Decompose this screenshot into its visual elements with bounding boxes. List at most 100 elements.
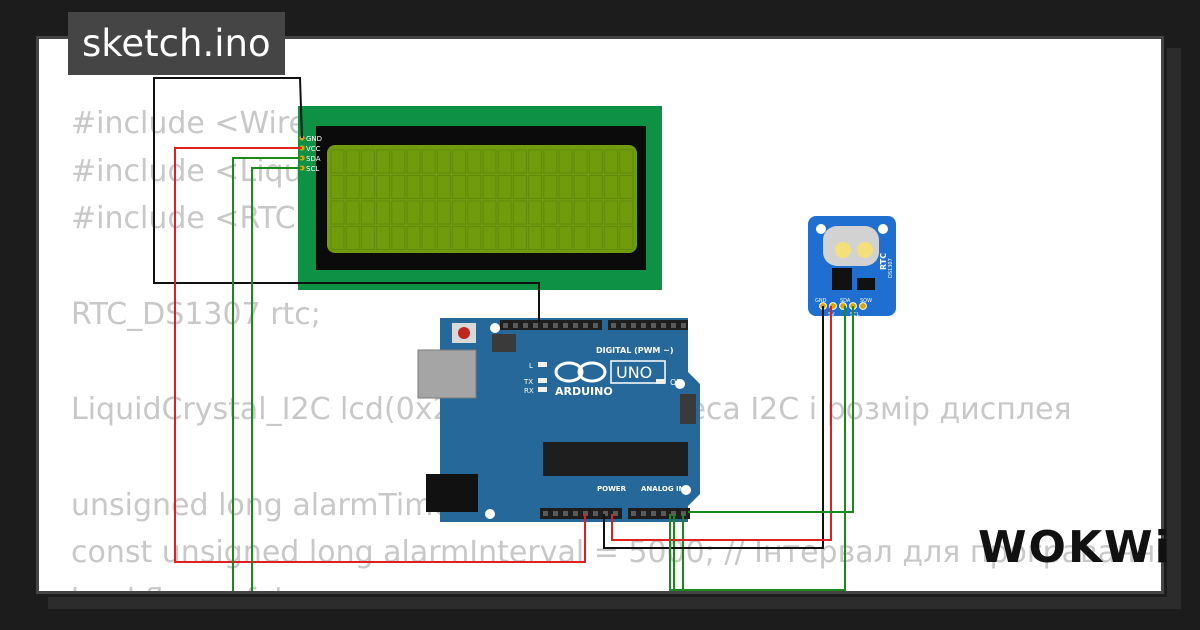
power-pin-socket[interactable]	[543, 511, 548, 516]
lcd-char-cell	[345, 149, 360, 174]
lcd-char-cell	[436, 200, 451, 225]
lcd-char-cell	[588, 175, 603, 199]
rtc-pin-sqw-label: SQW	[860, 298, 872, 304]
lcd-char-cell	[360, 149, 375, 174]
wire-lcd-scl[interactable]	[251, 167, 675, 592]
arduino-uno-board[interactable]: DIGITAL (PWM ~) L TX RX ARDUINO UNO ON P…	[417, 318, 700, 522]
power-header	[540, 508, 622, 519]
analog-pin-socket[interactable]	[631, 511, 636, 516]
reset-button[interactable]	[458, 327, 470, 339]
mounting-hole	[485, 509, 495, 519]
lcd-char-cell	[421, 175, 436, 199]
lcd-char-cell	[467, 200, 482, 225]
digital-pin-socket[interactable]	[621, 323, 626, 328]
digital-pin-socket[interactable]	[563, 323, 568, 328]
lcd-char-cell	[604, 149, 619, 174]
power-pin-socket[interactable]	[613, 511, 618, 516]
lcd-char-cell	[376, 226, 391, 250]
wire-lcd-gnd[interactable]	[153, 77, 540, 322]
led-tx	[538, 378, 547, 383]
file-tab[interactable]: sketch.ino	[68, 12, 285, 75]
usb-port	[417, 349, 477, 399]
lcd-pin-gnd-label: GND	[306, 135, 322, 143]
digital-pin-socket[interactable]	[583, 323, 588, 328]
wire-rtc-sda[interactable]	[669, 306, 846, 591]
analog-pin-socket[interactable]	[671, 511, 676, 516]
lcd-char-cell	[391, 200, 406, 225]
analog-pin-socket[interactable]	[661, 511, 666, 516]
digital-pin-socket[interactable]	[513, 323, 518, 328]
lcd-char-cell	[558, 175, 573, 199]
rtc-pin-pad[interactable]	[859, 302, 867, 310]
lcd-char-cell	[543, 226, 558, 250]
lcd-char-cell	[391, 149, 406, 174]
digital-pin-socket[interactable]	[533, 323, 538, 328]
atmega-chip	[543, 442, 688, 476]
mounting-hole	[816, 224, 826, 234]
digital-pin-socket[interactable]	[543, 323, 548, 328]
lcd-char-cell	[588, 200, 603, 225]
lcd-char-cell	[558, 200, 573, 225]
digital-pin-socket[interactable]	[651, 323, 656, 328]
lcd-char-cell	[345, 200, 360, 225]
analog-pin-socket[interactable]	[641, 511, 646, 516]
card-shadow-right	[1167, 48, 1181, 608]
digital-pin-socket[interactable]	[523, 323, 528, 328]
digital-pin-socket[interactable]	[641, 323, 646, 328]
digital-pin-socket[interactable]	[503, 323, 508, 328]
rtc-pin-scl-label: SCL	[850, 312, 860, 318]
wire-lcd-sda[interactable]	[232, 157, 684, 604]
led-l-label: L	[529, 362, 533, 370]
digital-pin-socket[interactable]	[631, 323, 636, 328]
power-pin-socket[interactable]	[553, 511, 558, 516]
lcd-char-cell	[619, 175, 634, 199]
lcd-char-cell	[619, 200, 634, 225]
analog-pin-socket[interactable]	[651, 511, 656, 516]
digital-pin-socket[interactable]	[671, 323, 676, 328]
lcd-char-cell	[543, 149, 558, 174]
power-pin-socket[interactable]	[573, 511, 578, 516]
power-pin-socket[interactable]	[593, 511, 598, 516]
wire-rtc-scl[interactable]	[688, 306, 854, 513]
led-tx-label: TX	[523, 378, 533, 386]
digital-pin-socket[interactable]	[661, 323, 666, 328]
power-header-label: POWER	[597, 485, 627, 493]
lcd-char-cell	[497, 200, 512, 225]
analog-pin-socket[interactable]	[681, 511, 686, 516]
wire-lcd-vcc[interactable]	[174, 147, 586, 563]
lcd-char-cell	[588, 226, 603, 250]
rtc-title: RTC	[879, 253, 888, 270]
ds1307-chip	[832, 268, 852, 290]
arduino-infinity-logo	[554, 361, 607, 383]
rtc-ds1307-module[interactable]: RTC DS1307 GND 5V SDA SCL SQW	[808, 216, 896, 318]
wire-rtc-5v[interactable]	[611, 306, 832, 541]
lcd-char-cell	[360, 226, 375, 250]
power-jack	[426, 474, 478, 512]
lcd-module[interactable]: GND VCC SDA SCL	[298, 106, 662, 290]
mounting-hole	[878, 224, 888, 234]
lcd-char-cell	[376, 175, 391, 199]
lcd-char-cell	[436, 149, 451, 174]
lcd-char-cell	[436, 175, 451, 199]
lcd-char-cell	[573, 149, 588, 174]
lcd-char-cell	[573, 175, 588, 199]
lcd-char-cell	[573, 200, 588, 225]
icsp-header	[492, 334, 516, 352]
power-pin-socket[interactable]	[563, 511, 568, 516]
digital-pin-socket[interactable]	[553, 323, 558, 328]
power-pin-socket[interactable]	[583, 511, 588, 516]
power-pin-socket[interactable]	[603, 511, 608, 516]
lcd-char-cell	[604, 226, 619, 250]
wires	[153, 77, 854, 604]
digital-pin-socket[interactable]	[573, 323, 578, 328]
mounting-hole	[490, 323, 500, 333]
lcd-char-cell	[330, 149, 345, 174]
digital-pin-socket[interactable]	[593, 323, 598, 328]
lcd-char-cell	[558, 149, 573, 174]
lcd-char-cell	[512, 200, 527, 225]
lcd-char-cell	[452, 200, 467, 225]
digital-pin-socket[interactable]	[611, 323, 616, 328]
wire-rtc-gnd[interactable]	[603, 306, 824, 549]
rtc-pin-sda-label: SDA	[840, 298, 851, 304]
digital-pin-socket[interactable]	[681, 323, 686, 328]
